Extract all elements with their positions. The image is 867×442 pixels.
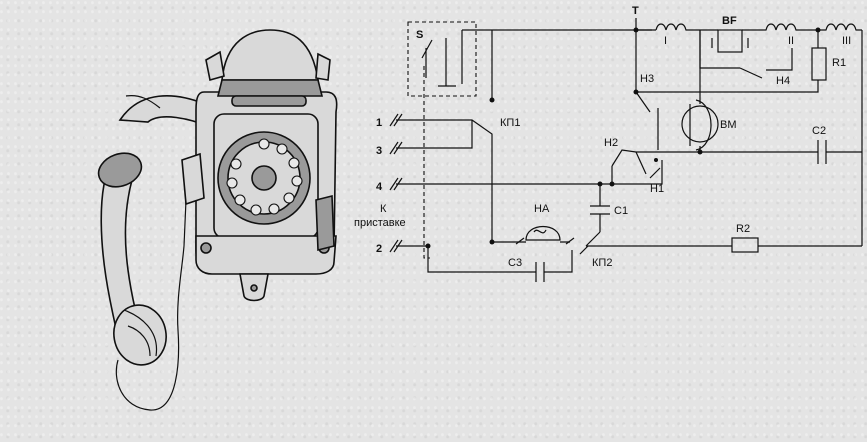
label-H4: H4 <box>776 75 790 87</box>
label-coil1: I <box>664 35 667 47</box>
label-K: К <box>380 203 387 215</box>
terminal-screws <box>389 113 403 253</box>
switch-box-s <box>407 21 477 97</box>
label-H3: H3 <box>640 73 654 85</box>
label-T: T <box>632 5 639 17</box>
label-pristavke: приставке <box>354 217 406 229</box>
label-KP1: КП1 <box>500 117 520 129</box>
label-BF: BF <box>722 15 737 27</box>
handset-cord <box>115 199 187 411</box>
rotary-dial <box>226 138 303 216</box>
schematic-wiring <box>389 18 863 282</box>
label-KP2: КП2 <box>592 257 612 269</box>
label-term1: 1 <box>376 117 382 129</box>
label-S: S <box>416 29 423 41</box>
handset <box>97 152 167 366</box>
label-term3: 3 <box>376 145 382 157</box>
schematic-labels: T BF I II III R1 H3 H4 BM C2 H2 H1 S КП1… <box>354 5 851 269</box>
label-C1: C1 <box>614 205 628 217</box>
label-C3: C3 <box>508 257 522 269</box>
label-R2: R2 <box>736 223 750 235</box>
label-H1: H1 <box>650 183 664 195</box>
label-H2: H2 <box>604 137 618 149</box>
telephone-illustration <box>97 29 338 411</box>
label-term4: 4 <box>376 181 383 193</box>
label-term2: 2 <box>376 243 382 255</box>
label-coil2: II <box>788 35 794 47</box>
label-HA: HA <box>534 203 550 215</box>
label-R1: R1 <box>832 57 846 69</box>
label-BM: BM <box>720 119 737 131</box>
label-C2: C2 <box>812 125 826 137</box>
label-coil3: III <box>842 35 851 47</box>
telephone-body <box>181 29 338 302</box>
resistor-r2 <box>731 237 759 253</box>
